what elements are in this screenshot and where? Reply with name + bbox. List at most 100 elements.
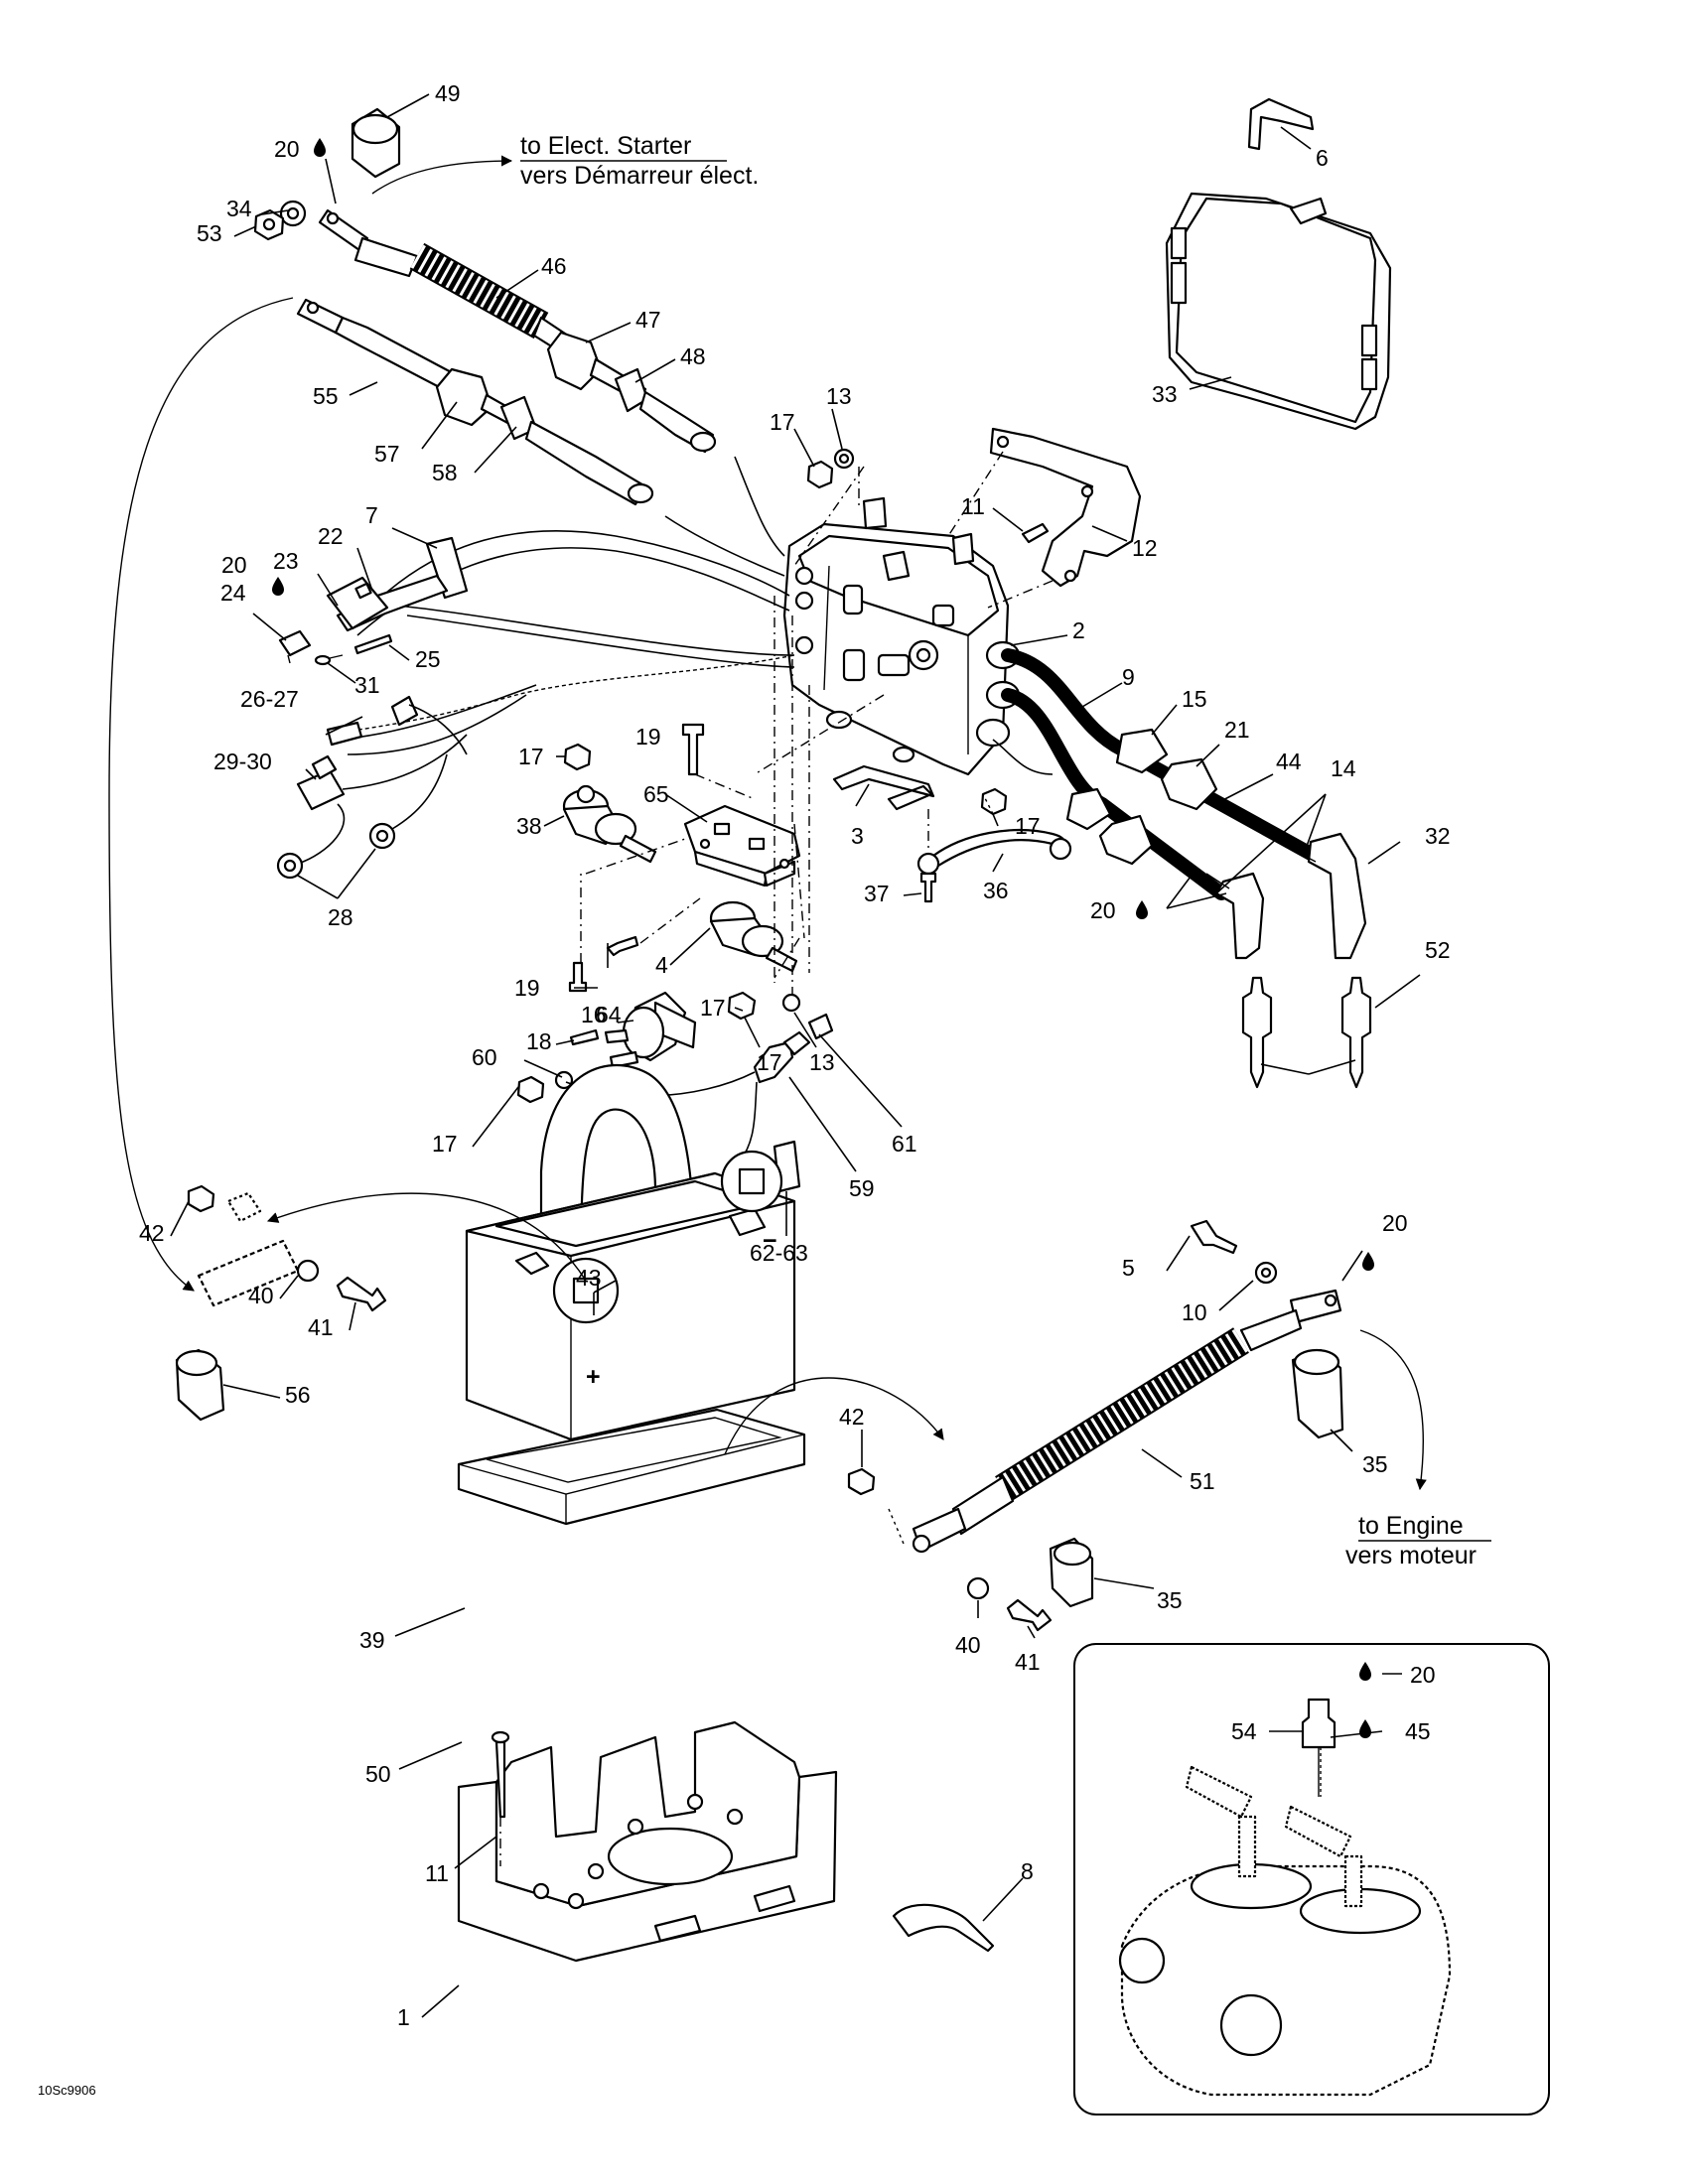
electrical-box-2 — [782, 496, 1021, 776]
wiring-harness-7 — [278, 530, 795, 668]
coil-bracket-65 — [683, 804, 801, 887]
callout-31: 31 — [354, 672, 380, 698]
spark-plug-52-left — [1241, 976, 1273, 1089]
callout-33: 33 — [1152, 381, 1178, 407]
ignition-coil-38 — [562, 743, 657, 864]
nut-42-neg — [847, 1467, 876, 1496]
callout-40: 40 — [248, 1283, 274, 1308]
callout-17: 17 — [757, 1049, 782, 1075]
callout-42: 42 — [839, 1404, 865, 1430]
callout-14: 14 — [1331, 755, 1356, 781]
callout-53: 53 — [197, 220, 222, 246]
callout-29-30: 29-30 — [213, 749, 272, 774]
note-starter-fr: vers Démarreur élect. — [520, 162, 759, 190]
battery-cable-55 — [296, 298, 654, 506]
nut-17-bottom — [727, 991, 757, 1021]
callout-labels: 49 20 34 53 46 47 48 55 57 58 13 17 11 1… — [139, 80, 1451, 2030]
callout-20: 20 — [1090, 897, 1116, 923]
callout-20: 20 — [1382, 1210, 1408, 1236]
nut-42-pos — [187, 1184, 215, 1213]
spark-plug-52-right — [1340, 976, 1372, 1089]
battery-pad-50 — [457, 1408, 806, 1526]
callout-6: 6 — [1316, 145, 1329, 171]
note-engine-en: to Engine — [1358, 1512, 1464, 1540]
grease-drop-icon — [1136, 900, 1148, 919]
callout-17: 17 — [770, 409, 795, 435]
nut-17-solenoid — [516, 1075, 545, 1104]
callout-48: 48 — [680, 343, 706, 369]
callout-21: 21 — [1224, 717, 1250, 743]
washer-40-pos — [296, 1259, 320, 1283]
pin-31 — [314, 654, 332, 666]
ground-wires-28 — [276, 654, 795, 880]
callout-20: 20 — [274, 136, 300, 162]
callout-9: 9 — [1122, 664, 1135, 690]
callout-1: 1 — [397, 2004, 410, 2030]
rivet-11 — [1021, 522, 1050, 544]
annotation-engine: to Engine vers moteur — [1345, 1512, 1491, 1570]
callout-23: 23 — [273, 548, 299, 574]
callout-44: 44 — [1276, 749, 1302, 774]
callout-32: 32 — [1425, 823, 1451, 849]
callout-17: 17 — [432, 1131, 458, 1157]
battery-39 — [465, 1171, 796, 1441]
callout-55: 55 — [313, 383, 339, 409]
callout-8: 8 — [1021, 1858, 1034, 1884]
starter-solenoid-16 — [604, 991, 697, 1069]
callout-4: 4 — [655, 952, 668, 978]
screw-18 — [569, 1028, 600, 1046]
callout-37: 37 — [864, 881, 890, 906]
callout-51: 51 — [1190, 1468, 1215, 1494]
screw-37 — [919, 872, 937, 903]
bracket-3 — [832, 764, 935, 811]
callout-24: 24 — [220, 580, 246, 606]
clip-6 — [1247, 97, 1315, 151]
nut-17-coil — [563, 743, 592, 771]
grease-drop-icon — [314, 138, 326, 157]
callout-11: 11 — [425, 1860, 449, 1886]
note-engine-fr: vers moteur — [1345, 1542, 1477, 1570]
callout-13: 13 — [826, 383, 852, 409]
callout-35: 35 — [1362, 1451, 1388, 1477]
screw-5 — [1190, 1219, 1238, 1255]
terminal-25 — [353, 633, 393, 655]
callout-64: 64 — [596, 1002, 622, 1027]
callout-7: 7 — [365, 502, 378, 528]
callout-12: 12 — [1132, 535, 1158, 561]
callout-40: 40 — [955, 1632, 981, 1658]
washer-40-neg — [966, 1576, 990, 1600]
screw-19-top — [681, 723, 705, 776]
callout-25: 25 — [415, 646, 441, 672]
callout-10: 10 — [1182, 1299, 1207, 1325]
callout-39: 39 — [359, 1627, 385, 1653]
callout-62-63: 62-63 — [750, 1240, 808, 1266]
callout-47: 47 — [635, 307, 661, 333]
callout-41: 41 — [308, 1314, 334, 1340]
callout-34: 34 — [226, 196, 252, 221]
cable-nut-47 — [546, 331, 603, 391]
callout-43: 43 — [576, 1265, 602, 1291]
fitting-54 — [1301, 1698, 1336, 1749]
callout-52: 52 — [1425, 937, 1451, 963]
callout-11: 11 — [961, 493, 985, 519]
callout-3: 3 — [851, 823, 864, 849]
callout-17: 17 — [700, 995, 726, 1021]
callout-17: 17 — [518, 744, 544, 769]
callout-13: 13 — [809, 1049, 835, 1075]
callout-56: 56 — [285, 1382, 311, 1408]
callout-59: 59 — [849, 1175, 875, 1201]
grease-drop-icon — [272, 577, 284, 596]
callout-45: 45 — [1405, 1718, 1431, 1744]
battery-tray-1 — [457, 1720, 838, 1963]
screw-19-bottom — [568, 961, 588, 993]
ignition-coil-4 — [709, 900, 798, 973]
callout-57: 57 — [374, 441, 400, 467]
callout-26-27: 26-27 — [240, 686, 299, 712]
annotation-starter: to Elect. Starter vers Démarreur élect. — [371, 132, 759, 195]
callout-36: 36 — [983, 878, 1009, 903]
callout-28: 28 — [328, 904, 353, 930]
washer-13-bottom — [781, 993, 801, 1013]
callout-19: 19 — [635, 724, 661, 750]
callout-42: 42 — [139, 1220, 165, 1246]
engine-inset — [1073, 1643, 1550, 2116]
